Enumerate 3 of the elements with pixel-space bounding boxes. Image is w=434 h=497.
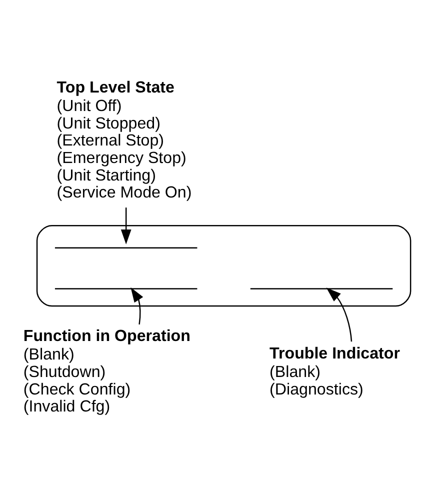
node-text: Trouble Indicator (Blank) (Diagnostics) (270, 344, 400, 398)
node-text: Function in Operation (Blank) (Shutdown) (Check Config) (Invalid Cfg) (23, 327, 190, 416)
node-text: Top Level State (Unit Off) (Unit Stopped) (External Stop) (Emergency Stop) (Unit Starting) (Service Mode On) (56, 78, 192, 202)
